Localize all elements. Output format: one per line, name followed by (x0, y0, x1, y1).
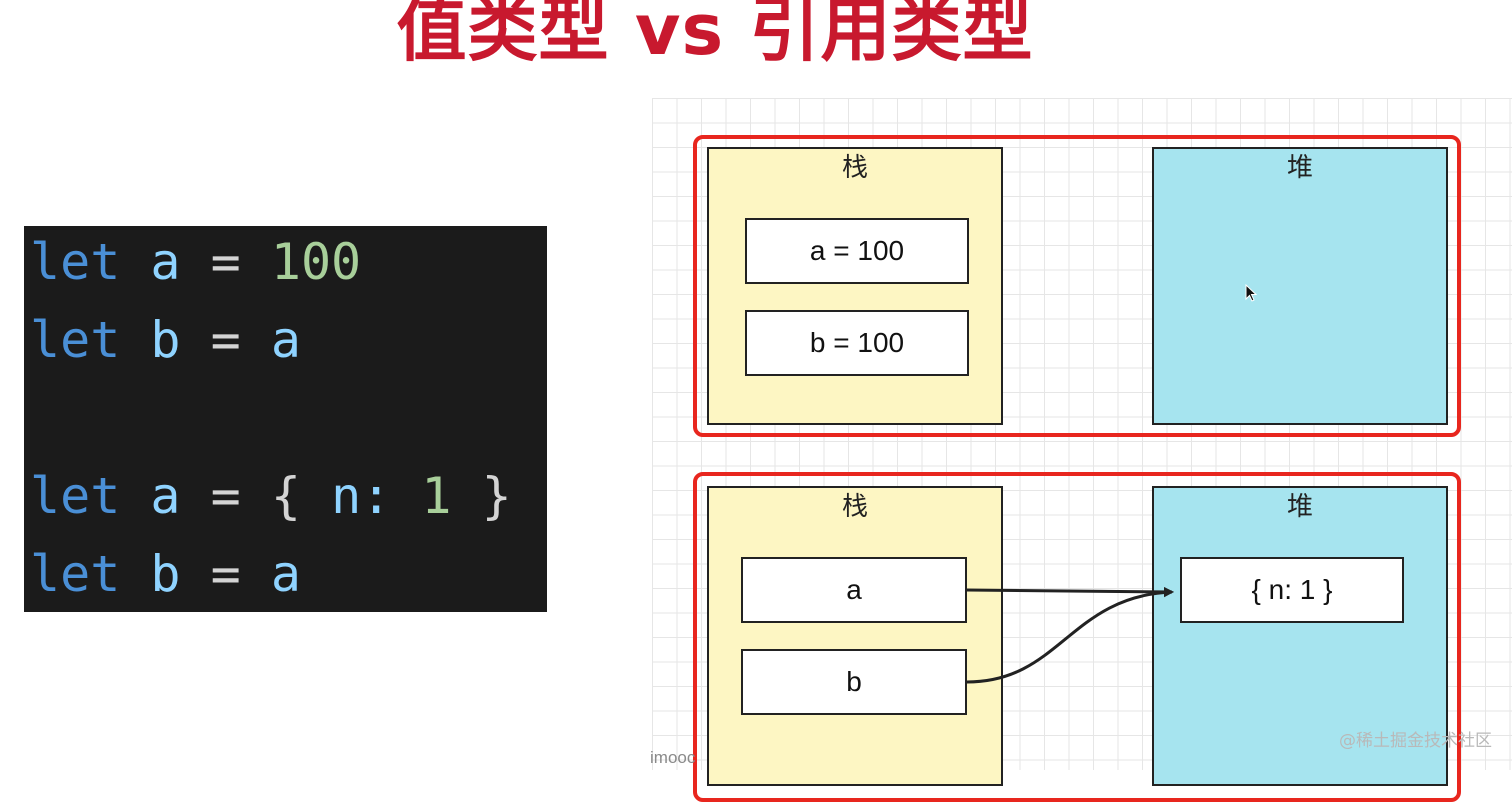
code-token: a (270, 545, 301, 603)
code-token: = (180, 233, 271, 291)
code-line-2: let b = a (30, 310, 301, 370)
stack-cell-b-value: b = 100 (745, 310, 969, 376)
page-title: 值类型 vs 引用类型 (396, 0, 1034, 71)
code-token: 1 (421, 467, 452, 525)
value-stack-label: 栈 (841, 153, 868, 183)
code-token: a (270, 311, 301, 369)
code-token (120, 467, 150, 525)
code-token: let (30, 311, 121, 369)
value-type-frame (693, 135, 1461, 437)
code-token: 100 (270, 233, 362, 291)
stack-cell-b-ref: b (741, 649, 967, 715)
code-token: } (451, 467, 512, 525)
code-token: let (30, 545, 121, 603)
code-token (120, 545, 150, 603)
code-token: = (180, 467, 271, 525)
code-token: = (180, 545, 271, 603)
code-token: a (150, 467, 181, 525)
value-heap-box: 堆 (1152, 147, 1448, 425)
code-panel: let a = 100 let b = a let a = { n: 1 } l… (24, 226, 547, 612)
code-token: { (270, 467, 332, 525)
code-token: b (150, 545, 181, 603)
reference-stack-box: 栈 (707, 486, 1003, 786)
reference-stack-label: 栈 (841, 492, 868, 522)
code-token (120, 233, 150, 291)
value-heap-label: 堆 (1286, 153, 1313, 183)
code-token (391, 467, 421, 525)
mouse-cursor-icon (1245, 284, 1258, 302)
reference-heap-label: 堆 (1286, 492, 1313, 522)
code-token (120, 311, 150, 369)
stack-cell-a-value: a = 100 (745, 218, 969, 284)
code-token: let (30, 233, 121, 291)
code-line-4: let a = { n: 1 } (30, 466, 512, 526)
heap-object-cell: { n: 1 } (1180, 557, 1404, 623)
code-token: = (180, 311, 271, 369)
stack-cell-a-ref: a (741, 557, 967, 623)
code-token: a (150, 233, 181, 291)
watermark: @稀土掘金技术社区 (1339, 731, 1492, 751)
code-token: let (30, 467, 121, 525)
code-token: b (150, 311, 181, 369)
code-line-5: let b = a (30, 544, 301, 604)
value-stack-box: 栈 (707, 147, 1003, 425)
imooc-label: imooc (650, 748, 696, 767)
code-line-1: let a = 100 (30, 232, 361, 292)
code-token: n: (331, 467, 392, 525)
